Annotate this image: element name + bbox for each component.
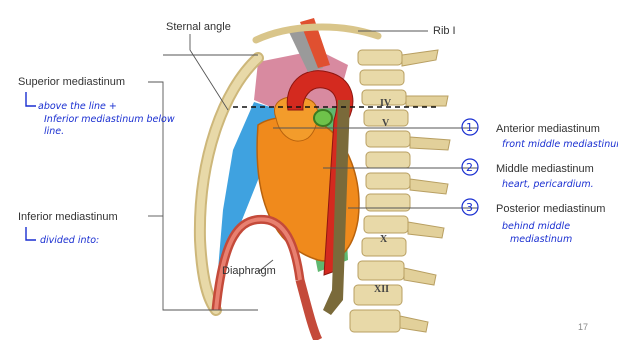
label-posterior-mediastinum: Posterior mediastinum <box>496 203 605 215</box>
note-anterior: front middle mediastinum <box>502 139 618 150</box>
diaphragm-crus <box>300 280 318 340</box>
note-inferior: divided into: <box>40 235 99 246</box>
page-number: 17 <box>578 322 588 332</box>
label-superior-mediastinum: Superior mediastinum <box>18 76 125 88</box>
vertebra-v: V <box>382 118 390 129</box>
note-middle-num: 2 <box>466 161 473 174</box>
vertebra-x: X <box>380 234 388 245</box>
vertebra-xii: XII <box>374 284 389 295</box>
mediastinum-diagram: IV V X XII Sternal angle Rib I Superior … <box>18 10 618 340</box>
label-anterior-mediastinum: Anterior mediastinum <box>496 123 600 135</box>
label-diaphragm: Diaphragm <box>222 265 276 277</box>
vertebral-column <box>350 50 450 332</box>
note-posterior-2: mediastinum <box>510 234 572 245</box>
slide: IV V X XII Sternal angle Rib I Superior … <box>18 10 618 340</box>
label-middle-mediastinum: Middle mediastinum <box>496 163 594 175</box>
note-superior-1: above the line + <box>38 101 117 112</box>
note-superior-3: line. <box>44 126 64 137</box>
label-inferior-mediastinum: Inferior mediastinum <box>18 211 118 223</box>
label-rib-i: Rib I <box>433 25 456 37</box>
note-posterior-1: behind middle <box>502 221 570 232</box>
note-middle: heart, pericardium. <box>502 179 594 190</box>
note-superior-2: Inferior mediastinum below <box>44 114 175 125</box>
note-posterior-num: 3 <box>466 201 473 214</box>
label-sternal-angle: Sternal angle <box>166 21 231 33</box>
note-anterior-num: 1 <box>466 121 473 134</box>
pulmonary-vessel <box>314 110 332 126</box>
